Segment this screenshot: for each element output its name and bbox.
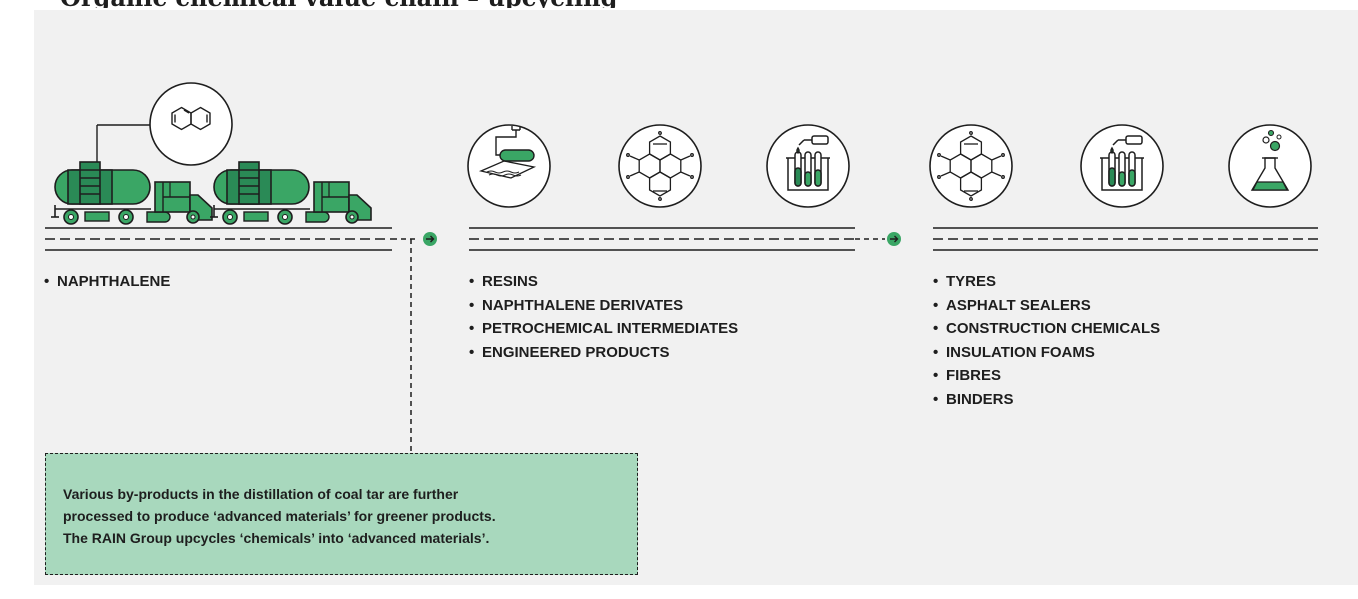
list-item: •CONSTRUCTION CHEMICALS <box>933 320 1161 338</box>
list-item-label: TYRES <box>946 273 997 290</box>
note-line: The RAIN Group upcycles ‘chemicals’ into… <box>63 530 490 546</box>
list-item-label: RESINS <box>482 273 538 290</box>
test-tubes-icon <box>766 124 850 208</box>
list-item-label: PETROCHEMICAL INTERMEDIATES <box>482 320 739 338</box>
list-item: •INSULATION FOAMS <box>933 343 1095 361</box>
list-item-label: NAPHTHALENE DERIVATES <box>482 296 684 314</box>
road-line-stage-1 <box>45 227 392 251</box>
note-line: Various by-products in the distillation … <box>63 486 459 502</box>
list-item: •TYRES <box>933 273 997 290</box>
polycyclic-molecule-icon <box>929 124 1013 208</box>
note-line: processed to produce ‘advanced materials… <box>63 508 496 524</box>
list-item: •NAPHTHALENE DERIVATES <box>469 296 684 314</box>
tanker-truck-icon <box>50 161 372 225</box>
info-note-box: Various by-products in the distillation … <box>45 453 638 575</box>
page-title: Organic chemical value chain – upcycling <box>0 0 1358 8</box>
list-item-label: INSULATION FOAMS <box>946 343 1095 361</box>
info-note-text: Various by-products in the distillation … <box>63 483 496 549</box>
list-item-label: ENGINEERED PRODUCTS <box>482 343 670 361</box>
roller-coating-icon <box>467 124 551 208</box>
list-item: •PETROCHEMICAL INTERMEDIATES <box>469 320 739 338</box>
list-item-label: BINDERS <box>946 390 1014 408</box>
list-item-label: NAPHTHALENE <box>57 273 171 290</box>
list-item: •ENGINEERED PRODUCTS <box>469 343 670 361</box>
naphthalene-molecule-icon <box>96 82 233 166</box>
polycyclic-molecule-icon <box>618 124 702 208</box>
arrow-right-icon <box>887 232 901 246</box>
list-item-label: FIBRES <box>946 367 1002 385</box>
list-item-label: CONSTRUCTION CHEMICALS <box>946 320 1161 338</box>
list-item: •BINDERS <box>933 390 1014 408</box>
road-line-stage-2 <box>469 227 855 251</box>
arrow-right-icon <box>423 232 437 246</box>
test-tubes-icon <box>1080 124 1164 208</box>
product-list-stage-3: •TYRES •ASPHALT SEALERS •CONSTRUCTION CH… <box>933 270 1160 412</box>
product-list-stage-2: •RESINS •NAPHTHALENE DERIVATES •PETROCHE… <box>469 270 738 364</box>
list-item: •NAPHTHALENE <box>44 273 171 290</box>
list-item-label: ASPHALT SEALERS <box>946 296 1091 314</box>
list-item: •FIBRES <box>933 367 1002 385</box>
list-item: •ASPHALT SEALERS <box>933 296 1091 314</box>
list-item: •RESINS <box>469 273 538 290</box>
flask-icon <box>1228 124 1312 208</box>
road-line-stage-3 <box>933 227 1318 251</box>
connector-1 <box>392 238 419 453</box>
product-list-stage-1: •NAPHTHALENE <box>44 270 170 294</box>
